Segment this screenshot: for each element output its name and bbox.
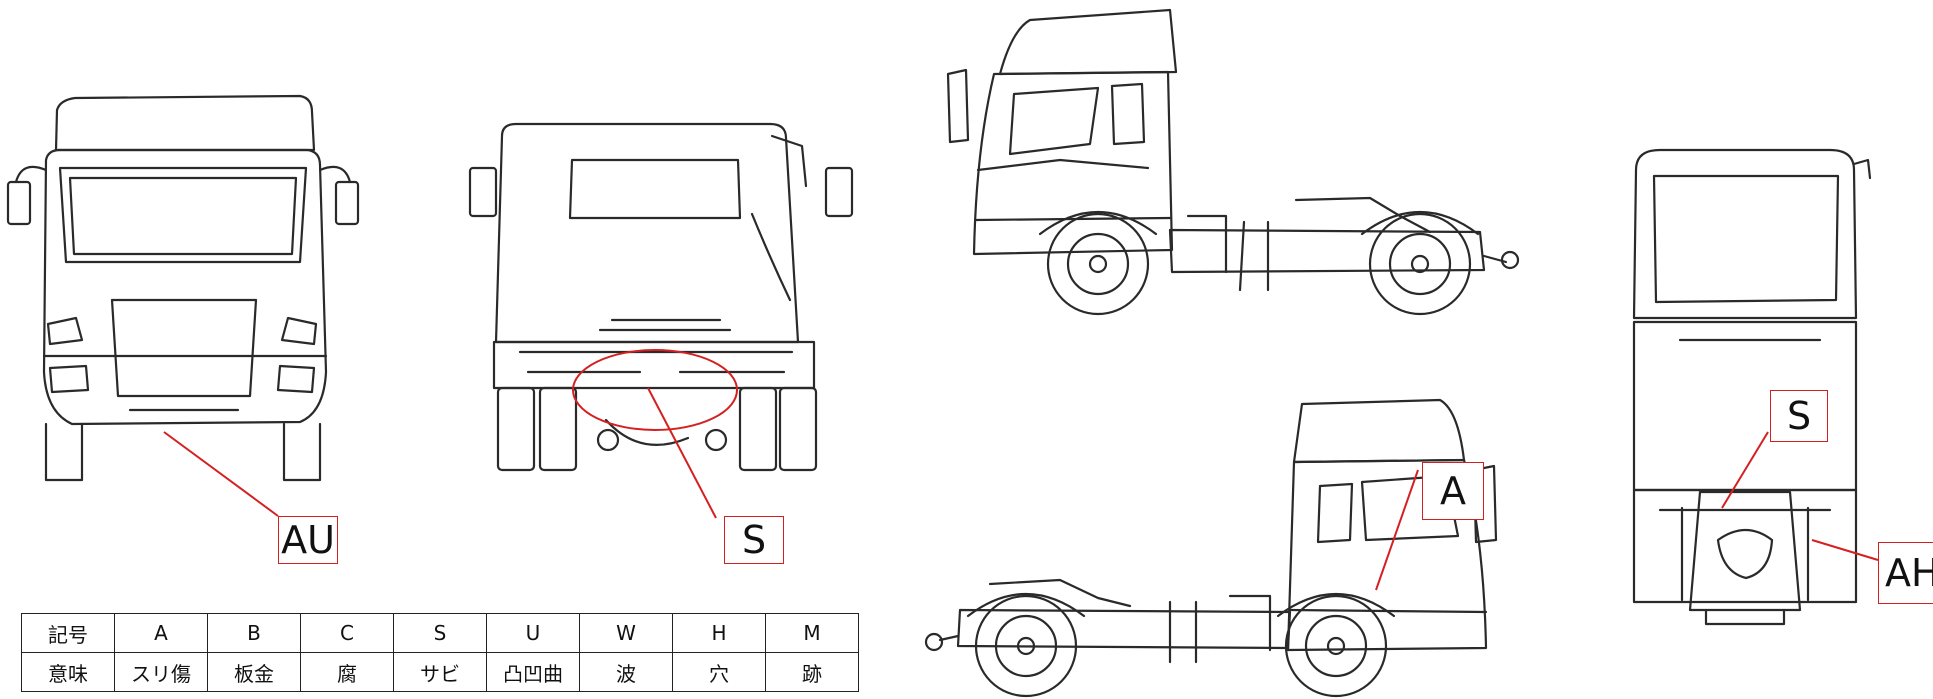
legend-meaning: 穴 (672, 652, 766, 692)
marker-label-front: AU (278, 516, 338, 564)
legend-meaning: 波 (579, 652, 673, 692)
legend-code: S (393, 613, 487, 653)
legend-meaning: 板金 (207, 652, 301, 692)
legend-meaning: 跡 (765, 652, 859, 692)
marker-label-top-ah: AH (1878, 542, 1933, 604)
legend-header-meanings: 意味 (21, 652, 115, 692)
legend-code: W (579, 613, 673, 653)
leader-line-top-s (1721, 431, 1769, 509)
leader-line-side-right (1375, 469, 1419, 591)
marker-label-side-right: A (1422, 462, 1484, 520)
marker-text-rear: S (741, 518, 767, 562)
marker-label-top-s: S (1770, 390, 1828, 442)
damage-markers (163, 349, 1879, 591)
marker-label-rear: S (724, 516, 784, 564)
leader-line-front (163, 431, 279, 517)
truck-top-view (1632, 148, 1872, 626)
legend-code: C (300, 613, 394, 653)
truck-rear-view (468, 122, 854, 472)
leader-line-top-ah (1811, 539, 1879, 561)
legend-meaning: スリ傷 (114, 652, 208, 692)
legend-meaning: 凸凹曲 (486, 652, 580, 692)
legend-meaning: 腐 (300, 652, 394, 692)
legend-header-codes: 記号 (21, 613, 115, 653)
legend-code: M (765, 613, 859, 653)
legend-code: B (207, 613, 301, 653)
truck-side-view-left (946, 8, 1520, 316)
truck-front-view (6, 94, 360, 482)
marker-text-side-right: A (1440, 469, 1466, 513)
legend-row-codes: 記号 A B C S U W H M (21, 613, 859, 653)
marker-text-top-ah: AH (1885, 551, 1933, 595)
marker-text-front: AU (281, 518, 335, 562)
legend-code: H (672, 613, 766, 653)
marker-text-top-s: S (1786, 394, 1812, 438)
legend-code: U (486, 613, 580, 653)
truck-side-view-right (924, 398, 1498, 698)
legend-table: 記号 A B C S U W H M 意味 スリ傷 板金 腐 サビ 凸凹曲 波 … (21, 613, 859, 692)
leader-line-rear (647, 387, 717, 519)
legend-meaning: サビ (393, 652, 487, 692)
legend-row-meanings: 意味 スリ傷 板金 腐 サビ 凸凹曲 波 穴 跡 (21, 652, 859, 692)
legend-code: A (114, 613, 208, 653)
rear-damage-ellipse (572, 349, 738, 431)
